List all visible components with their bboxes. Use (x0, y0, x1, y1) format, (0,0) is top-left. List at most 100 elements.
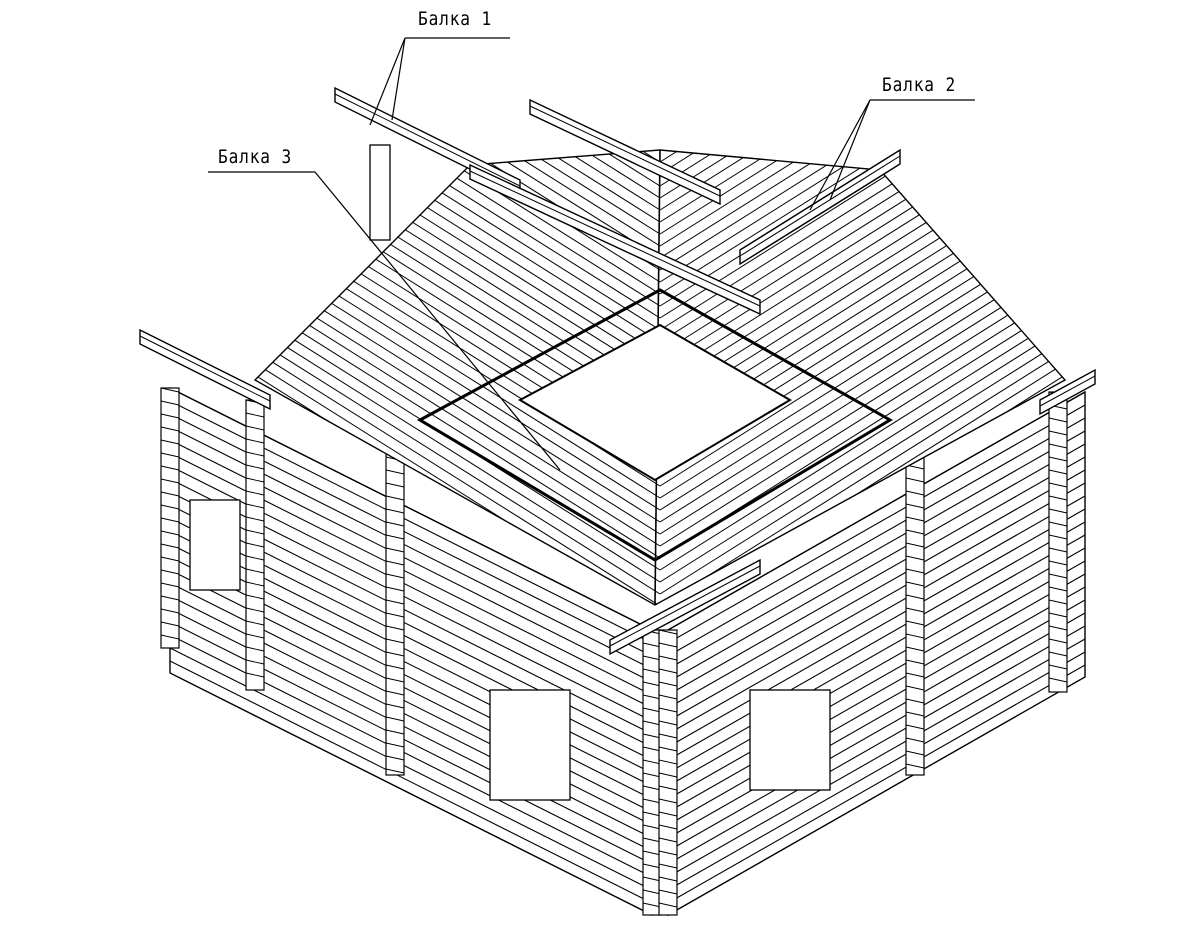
wall-log (667, 469, 1086, 709)
roof-log (255, 150, 661, 247)
beam-front (609, 558, 761, 656)
label-beam-2: Балка 2 (882, 74, 957, 96)
post-notch (245, 633, 265, 639)
post-notch (905, 685, 925, 691)
roof-log (255, 150, 661, 259)
beams (139, 86, 1096, 656)
wall-log (667, 443, 1086, 683)
beam-front-edge (609, 565, 761, 647)
post-notch (642, 746, 662, 752)
post-notch (642, 850, 662, 856)
roof-log (659, 323, 1065, 583)
post-notch (642, 785, 662, 791)
leader-beam-2a (809, 99, 871, 211)
post-notch (160, 387, 180, 393)
roof-log (659, 150, 1065, 175)
beam-right-overhang-edge (1039, 375, 1096, 407)
wall-log (667, 612, 1086, 852)
post-notch (642, 798, 662, 804)
post-notch (1048, 612, 1068, 618)
post-notch (905, 750, 925, 756)
post-notch (385, 638, 405, 644)
post-notch (658, 707, 678, 713)
wall-log (667, 456, 1086, 696)
post-notch (905, 659, 925, 665)
post-notch (905, 490, 925, 496)
post-notch (658, 759, 678, 765)
post-notch (385, 625, 405, 631)
post-notch (160, 621, 180, 627)
post-notch (905, 555, 925, 561)
roof-log (255, 150, 661, 355)
post-notch (642, 837, 662, 843)
roof-log (659, 150, 1065, 211)
roof-log (255, 150, 661, 319)
post-notch (245, 490, 265, 496)
post-notch (245, 438, 265, 444)
post-notch (658, 785, 678, 791)
roof-log (659, 150, 1065, 163)
post-notch (1048, 534, 1068, 540)
post-notch (385, 586, 405, 592)
post-notch (658, 902, 678, 908)
post-notch (658, 642, 678, 648)
post-notch (385, 573, 405, 579)
roof-log (659, 150, 1065, 247)
post-notch (160, 517, 180, 523)
roof-log (255, 150, 661, 223)
post-support (369, 144, 391, 241)
roof-log (659, 150, 1065, 259)
roof-log (255, 347, 661, 605)
wall-log (667, 573, 1086, 813)
roof-log (255, 287, 661, 547)
roof-log (659, 150, 1065, 235)
post-notch (385, 677, 405, 683)
post-notch (1048, 495, 1068, 501)
wall-log (667, 638, 1086, 878)
post-notch (1048, 469, 1068, 475)
post-notch (160, 569, 180, 575)
post-notch (642, 824, 662, 830)
roof-log (659, 311, 1065, 571)
post-notch (658, 876, 678, 882)
post-notch (160, 491, 180, 497)
post-notch (1048, 482, 1068, 488)
beam-upper (529, 98, 721, 206)
post-notch (905, 763, 925, 769)
roof-log (255, 299, 661, 559)
wall-log (667, 586, 1086, 826)
post-notch (905, 607, 925, 613)
post-notch (905, 594, 925, 600)
corner-post (1048, 391, 1068, 693)
post-notch (160, 439, 180, 445)
roof-log (659, 150, 1065, 151)
post-notch (642, 655, 662, 661)
corner-post (658, 629, 678, 916)
post-notch (1048, 417, 1068, 423)
wall-log (667, 651, 1086, 891)
post-notch (245, 659, 265, 665)
post-notch (642, 733, 662, 739)
beam-right-overhang (1039, 368, 1096, 416)
wall-log (667, 495, 1086, 735)
post-notch (642, 811, 662, 817)
post-notch (658, 889, 678, 895)
window-opening (189, 499, 241, 591)
wall-log (169, 660, 653, 904)
roof-log (255, 150, 661, 343)
post-notch (905, 672, 925, 678)
post-notch (658, 772, 678, 778)
post-notch (1048, 508, 1068, 514)
post-notch (160, 556, 180, 562)
post-notch (160, 595, 180, 601)
post-notch (658, 668, 678, 674)
post-notch (385, 482, 405, 488)
post-notch (160, 543, 180, 549)
leader-beam-2b (829, 99, 871, 201)
post-notch (658, 746, 678, 752)
post-notch (1048, 599, 1068, 605)
post-notch (385, 768, 405, 774)
post-notch (385, 560, 405, 566)
post-notch (160, 452, 180, 458)
